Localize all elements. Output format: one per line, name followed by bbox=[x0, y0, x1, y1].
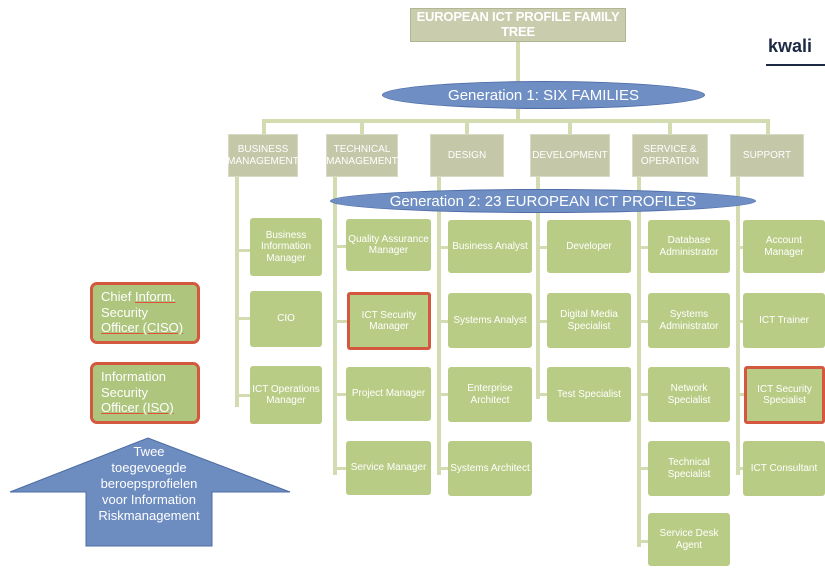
profile-network-specialist: Network Specialist bbox=[648, 367, 730, 422]
connector-line bbox=[360, 121, 364, 135]
profile-ict-consultant: ICT Consultant bbox=[743, 441, 825, 496]
connector-line bbox=[437, 320, 449, 323]
profile-quality-assurance-manager: Quality Assurance Manager bbox=[346, 219, 431, 271]
connector-line bbox=[437, 467, 449, 470]
profile-ict-operations-manager: ICT Operations Manager bbox=[250, 366, 322, 424]
iso-line2: Security bbox=[101, 384, 148, 400]
family-technical-management: TECHNICAL MANAGEMENT bbox=[326, 134, 398, 177]
ciso-line3: Officer (CISO) bbox=[101, 320, 184, 336]
profile-ict-security-manager: ICT Security Manager bbox=[347, 292, 431, 350]
generation-2-label: Generation 2: 23 EUROPEAN ICT PROFILES bbox=[389, 192, 697, 210]
profile-systems-administrator: Systems Administrator bbox=[648, 293, 730, 348]
side-box-ciso: Chief Inform. Security Officer (CISO) bbox=[90, 282, 200, 344]
connector-line bbox=[235, 177, 239, 407]
profile-cio: CIO bbox=[250, 291, 322, 347]
ciso-line1-underlined: Inform. bbox=[134, 289, 176, 304]
up-arrow-shape bbox=[9, 437, 291, 547]
profile-business-information-manager: Business Information Manager bbox=[250, 218, 322, 276]
profile-account-manager: Account Manager bbox=[743, 220, 825, 273]
connector-line bbox=[235, 394, 251, 397]
profile-test-specialist: Test Specialist bbox=[547, 367, 631, 422]
logo-underline bbox=[766, 64, 825, 66]
profile-service-manager: Service Manager bbox=[346, 441, 431, 495]
connector-line bbox=[333, 245, 347, 248]
connector-line bbox=[637, 177, 641, 547]
family-service-operation: SERVICE & OPERATION bbox=[632, 134, 708, 177]
profile-project-manager: Project Manager bbox=[346, 367, 431, 421]
arrow-text-line: toegevoegde bbox=[111, 460, 187, 475]
generation-1-ellipse: Generation 1: SIX FAMILIES bbox=[382, 81, 705, 109]
connector-line bbox=[536, 177, 540, 399]
connector-line bbox=[536, 246, 548, 249]
connector-line bbox=[516, 109, 520, 121]
brand-logo: kwali bbox=[768, 36, 813, 56]
profile-ict-security-specialist: ICT Security Specialist bbox=[744, 366, 825, 424]
connector-line bbox=[465, 121, 469, 135]
family-design: DESIGN bbox=[430, 134, 504, 177]
connector-line bbox=[766, 121, 770, 135]
connector-line bbox=[736, 246, 744, 249]
iso-line1: Information bbox=[101, 369, 167, 384]
profile-systems-analyst: Systems Analyst bbox=[448, 293, 532, 348]
connector-line bbox=[437, 393, 449, 396]
family-development: DEVELOPMENT bbox=[530, 134, 610, 177]
ciso-line1-pre: Chief bbox=[101, 289, 135, 304]
iso-line3: Officer (ISO) bbox=[101, 400, 174, 416]
connector-line bbox=[736, 393, 744, 396]
connector-line bbox=[736, 320, 744, 323]
connector-line bbox=[333, 467, 347, 470]
arrow-text-line: Twee bbox=[133, 444, 165, 459]
connector-line bbox=[637, 393, 649, 396]
arrow-text-line: voor Information bbox=[102, 492, 196, 507]
connector-line bbox=[262, 119, 770, 123]
profile-technical-specialist: Technical Specialist bbox=[648, 441, 730, 496]
connector-line bbox=[637, 320, 649, 323]
profile-ict-trainer: ICT Trainer bbox=[743, 293, 825, 348]
profile-enterprise-architect: Enterprise Architect bbox=[448, 367, 532, 422]
arrow-text: Twee toegevoegde beroepsprofielen voor I… bbox=[82, 444, 216, 524]
ciso-line2: Security bbox=[101, 304, 148, 320]
family-business-management: BUSINESS MANAGEMENT bbox=[227, 134, 299, 177]
generation-1-label: Generation 1: SIX FAMILIES bbox=[448, 86, 639, 104]
connector-line bbox=[568, 121, 572, 135]
family-support: SUPPORT bbox=[730, 134, 804, 177]
connector-line bbox=[516, 42, 520, 82]
connector-line bbox=[333, 393, 347, 396]
connector-line bbox=[668, 121, 672, 135]
connector-line bbox=[736, 467, 744, 470]
connector-line bbox=[736, 177, 740, 475]
connector-line bbox=[637, 246, 649, 249]
profile-business-analyst: Business Analyst bbox=[448, 220, 532, 273]
profile-service-desk-agent: Service Desk Agent bbox=[648, 513, 730, 566]
profile-database-administrator: Database Administrator bbox=[648, 220, 730, 273]
connector-line bbox=[235, 317, 251, 320]
profile-systems-architect: Systems Architect bbox=[448, 441, 532, 496]
connector-line bbox=[437, 177, 441, 475]
connector-line bbox=[637, 467, 649, 470]
connector-line bbox=[536, 393, 548, 396]
generation-2-ellipse: Generation 2: 23 EUROPEAN ICT PROFILES bbox=[330, 189, 756, 213]
connector-line bbox=[262, 121, 266, 135]
connector-line bbox=[333, 177, 337, 475]
connector-line bbox=[235, 249, 251, 252]
arrow-text-line: Riskmanagement bbox=[98, 508, 200, 523]
connector-line bbox=[637, 540, 649, 543]
connector-line bbox=[437, 246, 449, 249]
connector-line bbox=[536, 320, 548, 323]
connector-line bbox=[333, 320, 347, 323]
arrow-text-line: beroepsprofielen bbox=[100, 476, 198, 491]
side-box-iso: Information Security Officer (ISO) bbox=[90, 362, 200, 424]
profile-digital-media-specialist: Digital Media Specialist bbox=[547, 293, 631, 348]
diagram-title: EUROPEAN ICT PROFILE FAMILY TREE bbox=[410, 8, 626, 42]
profile-developer: Developer bbox=[547, 220, 631, 273]
